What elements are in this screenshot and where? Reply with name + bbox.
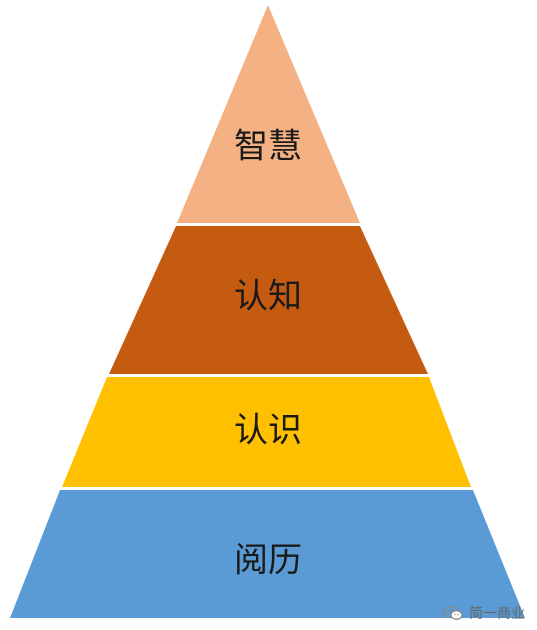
tier-bottom: 阅历 [10,490,525,618]
tier-top-shape [177,5,360,223]
tier-second: 认知 [109,226,428,374]
tier-third-shape [62,377,471,487]
tier-top-label: 智慧 [234,127,302,167]
tier-bottom-label: 阅历 [234,541,302,581]
tier-bottom-shape [10,490,525,618]
watermark-text: 简一商业 [469,606,525,622]
tier-second-shape [109,226,428,374]
tier-third-label: 认识 [234,411,302,451]
tier-top: 智慧 [177,5,360,223]
wechat-icon [443,605,463,620]
tier-second-label: 认知 [234,277,302,317]
tier-third: 认识 [62,377,471,487]
watermark: 简一商业 [443,602,525,624]
